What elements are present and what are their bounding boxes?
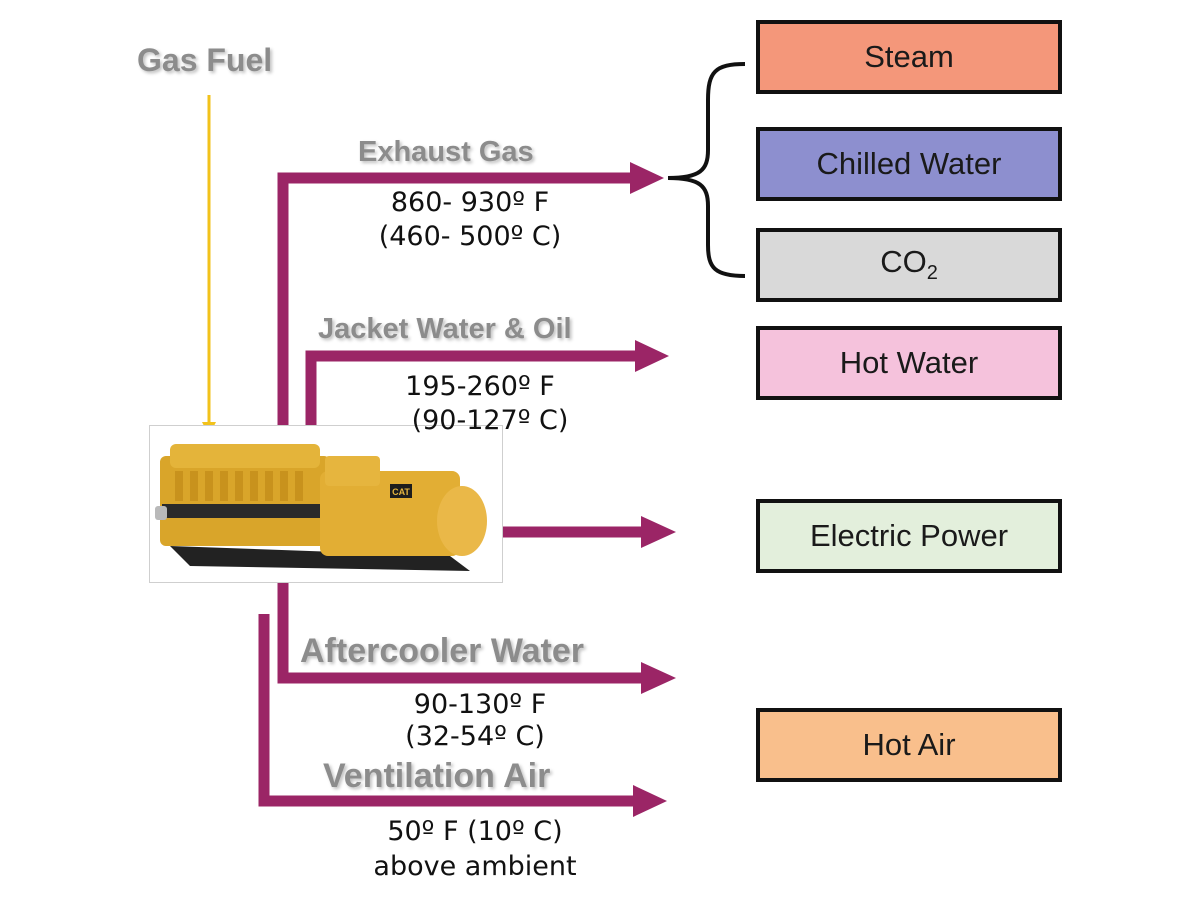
output-electric-power-label: Electric Power bbox=[809, 518, 1009, 553]
gas-engine-generator-image: CAT bbox=[155, 444, 487, 571]
exhaust-temp-f: 860- 930º F bbox=[390, 187, 550, 218]
output-hot-water: Hot Water bbox=[756, 326, 1062, 400]
ventilation-temp-f: 50º F (10º C) bbox=[387, 816, 563, 847]
aftercooler-water-label: Aftercooler Water bbox=[300, 632, 585, 670]
output-co2: CO2 bbox=[756, 228, 1062, 302]
output-hot-air: Hot Air bbox=[756, 708, 1062, 782]
output-hot-water-label: Hot Water bbox=[839, 345, 979, 380]
engine-image-frame: CAT bbox=[149, 425, 503, 583]
output-hot-air-label: Hot Air bbox=[862, 727, 956, 762]
jacket-water-arrow bbox=[305, 340, 669, 452]
ventilation-temp-note: above ambient bbox=[373, 851, 577, 882]
ventilation-air-arrow bbox=[258, 614, 667, 817]
co2-subscript: 2 bbox=[926, 262, 938, 285]
output-steam-label: Steam bbox=[864, 39, 954, 74]
aftercooler-temp-f: 90-130º F bbox=[413, 689, 547, 720]
jacket-temp-c: (90-127º C) bbox=[411, 405, 569, 436]
output-steam: Steam bbox=[756, 20, 1062, 94]
exhaust-gas-label: Exhaust Gas bbox=[358, 136, 534, 168]
engine-badge: CAT bbox=[392, 487, 410, 497]
aftercooler-temp-c: (32-54º C) bbox=[405, 721, 545, 752]
output-chilled-water-label: Chilled Water bbox=[816, 146, 1002, 181]
gas-fuel-label: Gas Fuel bbox=[137, 42, 273, 78]
electric-power-arrow bbox=[493, 516, 676, 548]
co2-text: CO bbox=[880, 244, 927, 280]
jacket-temp-f: 195-260º F bbox=[405, 371, 555, 402]
jacket-water-label: Jacket Water & Oil bbox=[318, 313, 572, 345]
ventilation-air-label: Ventilation Air bbox=[323, 757, 551, 795]
curly-brace bbox=[667, 62, 746, 278]
output-electric-power: Electric Power bbox=[756, 499, 1062, 573]
exhaust-temp-c: (460- 500º C) bbox=[378, 221, 562, 252]
output-chilled-water: Chilled Water bbox=[756, 127, 1062, 201]
output-co2-label: CO2 bbox=[880, 244, 938, 285]
gas-fuel-arrow bbox=[202, 95, 216, 436]
aftercooler-water-arrow bbox=[277, 583, 676, 694]
exhaust-gas-arrow bbox=[277, 162, 664, 440]
